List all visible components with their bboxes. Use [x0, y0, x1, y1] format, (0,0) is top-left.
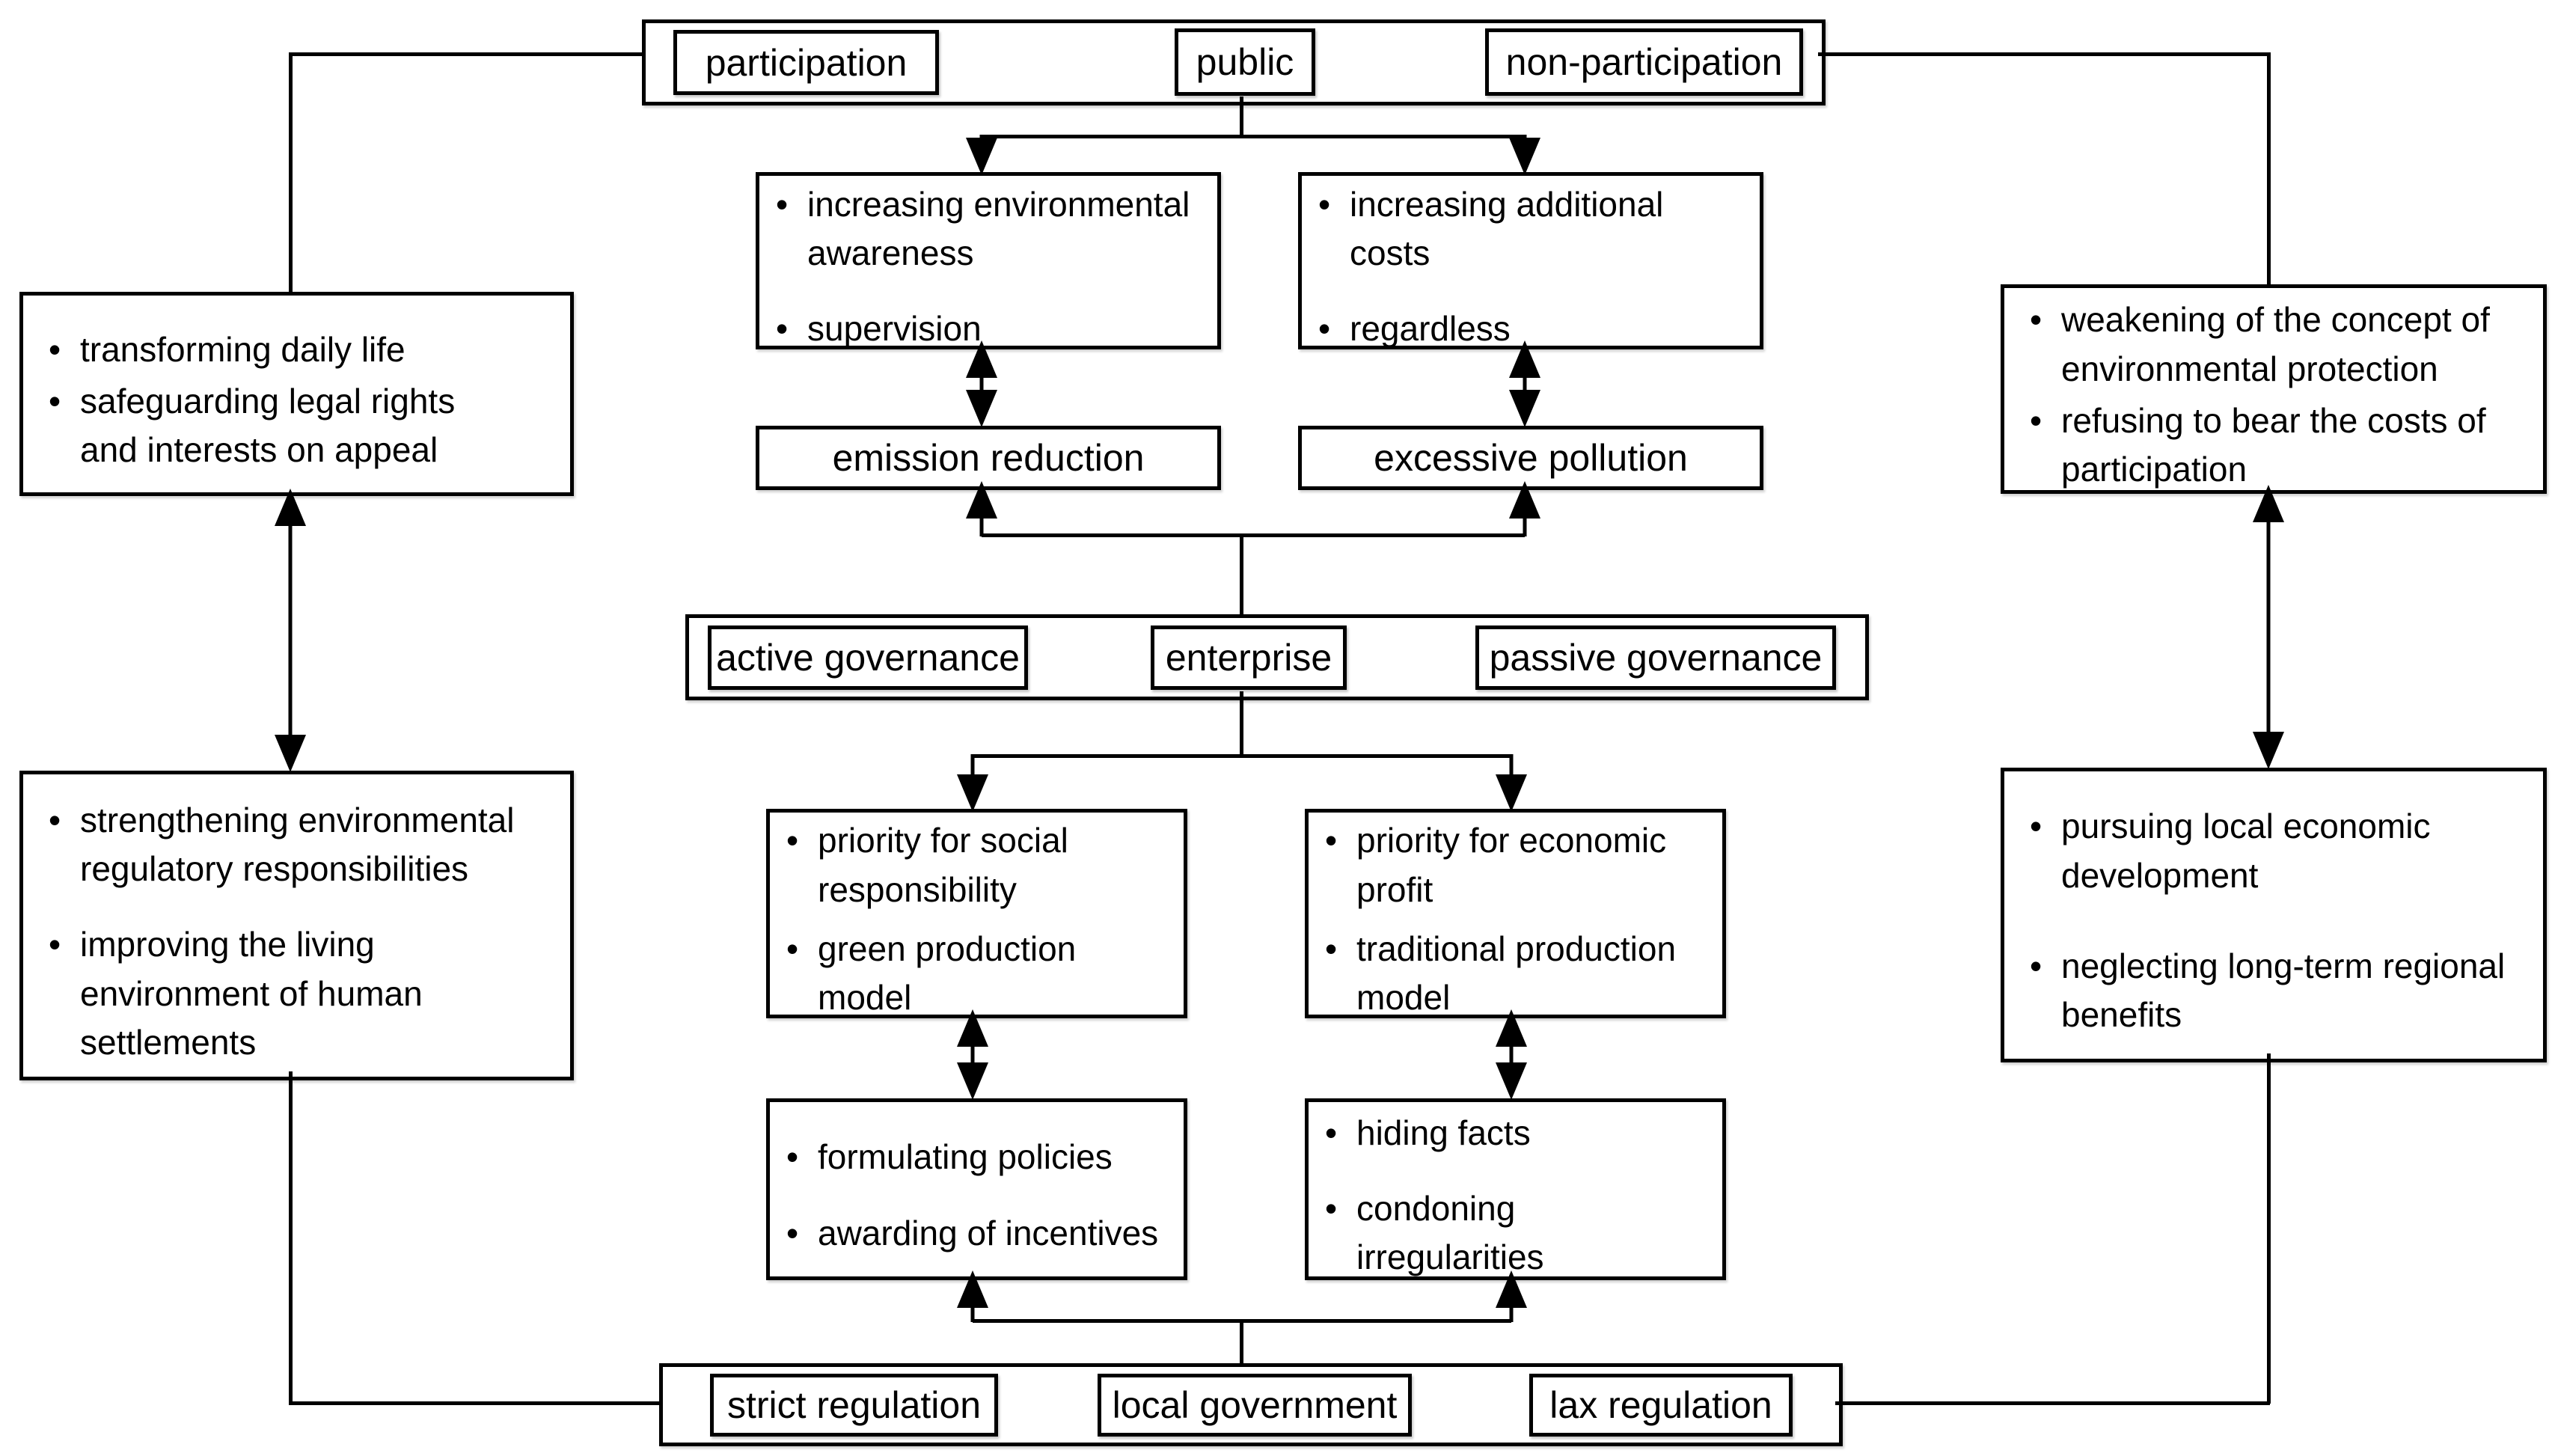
- participation-effects-box: transforming daily life safeguarding leg…: [19, 292, 574, 496]
- arrow-public-to-awareness: [965, 135, 998, 175]
- bullet-item: safeguarding legal rights and interests …: [46, 377, 560, 475]
- connector-enterprise-down: [1240, 691, 1243, 756]
- nonparticipation-effects-box: weakening of the concept of environmenta…: [2001, 284, 2547, 494]
- government-strict-actions-box: formulating policies awarding of incenti…: [766, 1098, 1187, 1280]
- connector-top-left-h: [290, 52, 642, 56]
- connector-government-up: [1240, 1319, 1243, 1365]
- excessive-pollution-text: excessive pollution: [1374, 437, 1688, 479]
- arrow-government-to-policies: [956, 1270, 989, 1322]
- public-nonparticipation-actions-box: increasing additional costs regardless: [1298, 172, 1763, 354]
- bullet-item: priority for social responsibility: [783, 816, 1173, 914]
- connector-bottom-left-h: [290, 1401, 659, 1405]
- lax-regulation-text: lax regulation: [1549, 1384, 1772, 1426]
- participation-text: participation: [705, 41, 908, 84]
- bullet-item: hiding facts: [1322, 1109, 1712, 1158]
- enterprise-passive-actions-box: priority for economic profit traditional…: [1305, 809, 1726, 1018]
- bullet-item: strengthening environmental regulatory r…: [46, 796, 560, 894]
- enterprise-active-actions-box: priority for social responsibility green…: [766, 809, 1187, 1018]
- passive-governance-label: passive governance: [1475, 625, 1836, 690]
- arrow-enterprise-to-emission: [965, 481, 998, 536]
- active-governance-label: active governance: [708, 625, 1028, 690]
- arrow-enterprise-to-profit: [1495, 754, 1528, 812]
- double-arrow-social-policies: [956, 1009, 989, 1100]
- passive-governance-text: passive governance: [1489, 637, 1823, 679]
- active-governance-text: active governance: [716, 637, 1020, 679]
- bullet-item: improving the living environment of huma…: [46, 920, 560, 1067]
- connector-bottom-left-v: [289, 1071, 293, 1405]
- non-participation-text: non-participation: [1505, 41, 1783, 83]
- connector-top-right-h: [1818, 52, 2270, 56]
- connector-public-split: [982, 135, 1525, 138]
- bullet-item: transforming daily life: [46, 325, 560, 375]
- double-arrow-right-effects: [2252, 485, 2285, 769]
- bullet-item: supervision: [773, 305, 1207, 354]
- bullet-item: condoning irregularities: [1322, 1184, 1712, 1282]
- bullet-item: green production model: [783, 925, 1173, 1023]
- connector-enterprise-up-split: [982, 533, 1525, 537]
- public-label: public: [1175, 28, 1315, 96]
- bullet-item: increasing environmental awareness: [773, 180, 1207, 278]
- lax-regulation-effects-box: pursuing local economic development negl…: [2001, 768, 2547, 1062]
- connector-bottom-right-h: [1835, 1401, 2270, 1405]
- bullet-item: priority for economic profit: [1322, 816, 1712, 914]
- public-participation-actions-box: increasing environmental awareness super…: [756, 172, 1221, 354]
- local-government-text: local government: [1112, 1384, 1398, 1426]
- bullet-item: pursuing local economic development: [2027, 802, 2533, 900]
- double-arrow-left-effects: [274, 489, 307, 772]
- lax-regulation-label: lax regulation: [1529, 1374, 1793, 1437]
- enterprise-text: enterprise: [1165, 637, 1332, 679]
- strict-regulation-label: strict regulation: [710, 1374, 998, 1437]
- government-lax-actions-box: hiding facts condoning irregularities: [1305, 1098, 1726, 1280]
- bullet-item: regardless: [1315, 305, 1749, 354]
- connector-enterprise-up: [1240, 533, 1243, 616]
- double-arrow-costs-pollution: [1508, 340, 1541, 427]
- emission-reduction-text: emission reduction: [832, 437, 1145, 479]
- arrow-public-to-costs: [1508, 135, 1541, 175]
- participation-label: participation: [673, 30, 939, 95]
- arrow-government-to-hiding: [1495, 1270, 1528, 1322]
- double-arrow-awareness-emission: [965, 340, 998, 427]
- connector-top-right-v: [2267, 52, 2271, 286]
- bullet-item: neglecting long-term regional benefits: [2027, 942, 2533, 1040]
- arrow-enterprise-to-social: [956, 754, 989, 812]
- arrow-enterprise-to-pollution: [1508, 481, 1541, 536]
- strict-regulation-text: strict regulation: [726, 1384, 982, 1426]
- local-government-label: local government: [1098, 1374, 1412, 1437]
- bullet-item: traditional production model: [1322, 925, 1712, 1023]
- connector-top-left-v: [289, 52, 293, 293]
- bullet-item: increasing additional costs: [1315, 180, 1749, 278]
- connector-public-down: [1240, 97, 1243, 136]
- double-arrow-profit-hiding: [1495, 1009, 1528, 1100]
- bullet-item: formulating policies: [783, 1133, 1173, 1182]
- bullet-item: weakening of the concept of environmenta…: [2027, 296, 2533, 394]
- connector-bottom-right-v: [2267, 1053, 2271, 1404]
- non-participation-label: non-participation: [1485, 28, 1803, 96]
- public-text: public: [1196, 41, 1294, 83]
- enterprise-label: enterprise: [1151, 625, 1347, 690]
- bullet-item: awarding of incentives: [783, 1209, 1173, 1258]
- bullet-item: refusing to bear the costs of participat…: [2027, 397, 2533, 495]
- connector-enterprise-down-split: [973, 754, 1511, 758]
- strict-regulation-effects-box: strengthening environmental regulatory r…: [19, 771, 574, 1080]
